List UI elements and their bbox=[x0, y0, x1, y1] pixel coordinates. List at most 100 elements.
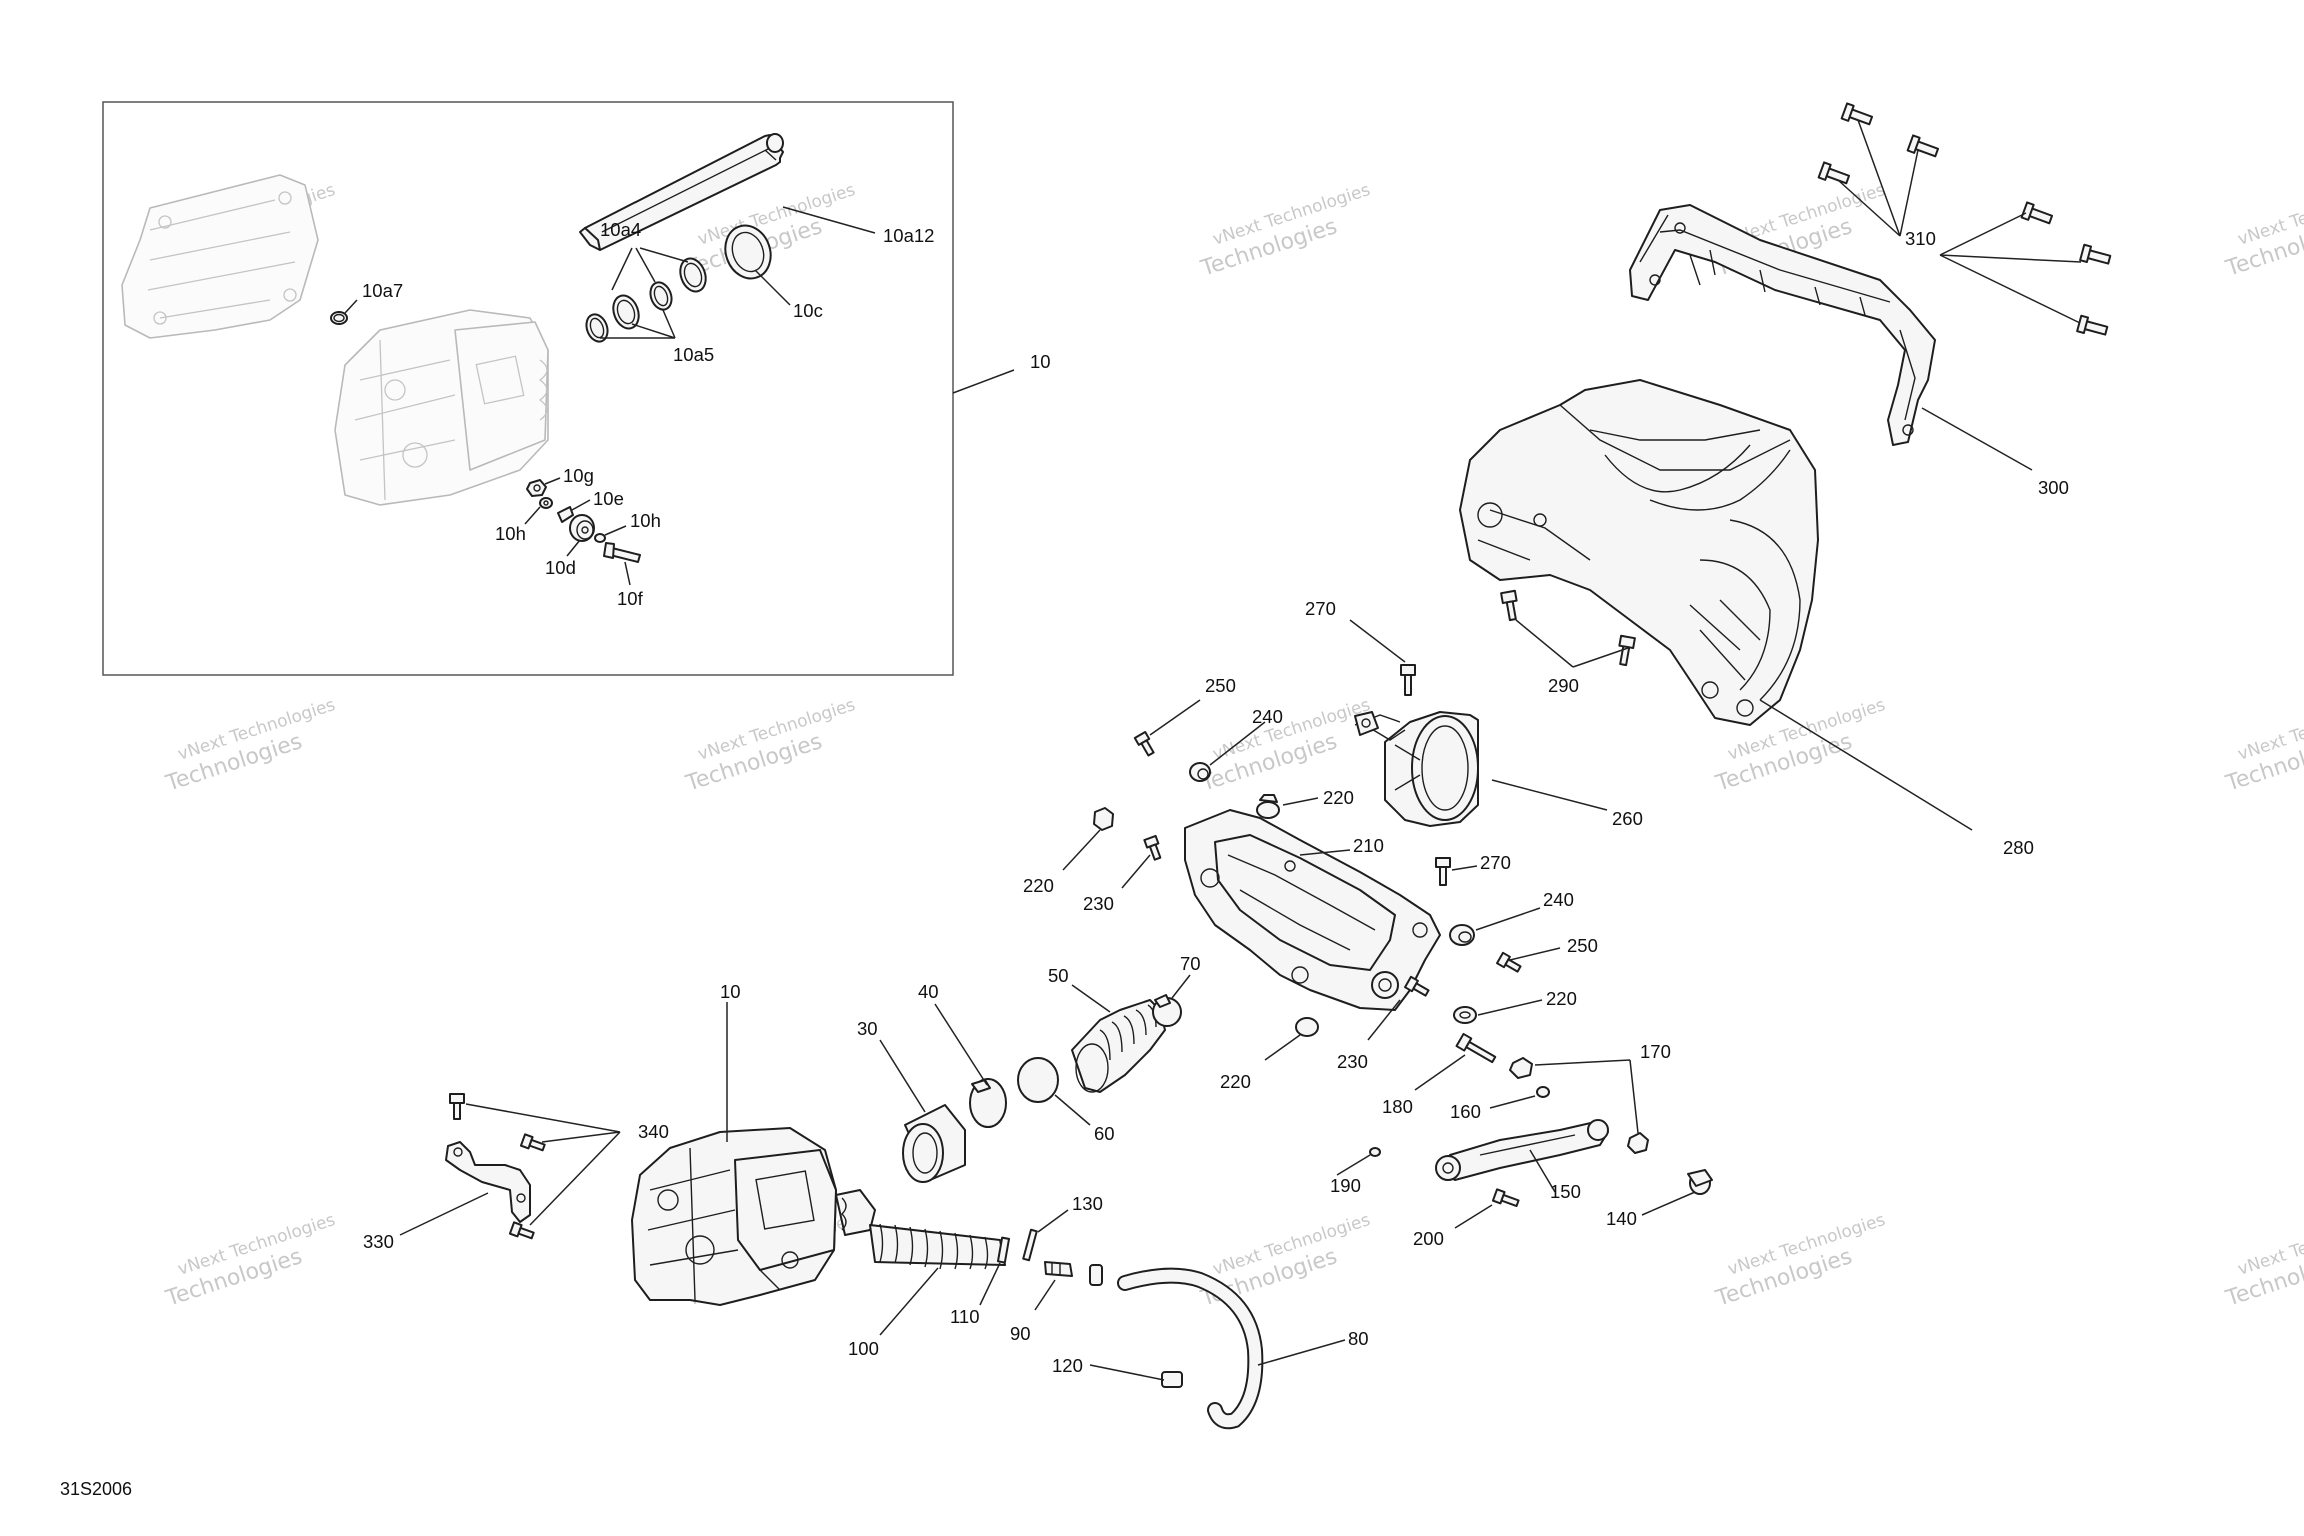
callout-260: 260 bbox=[1612, 808, 1643, 829]
callout-160: 160 bbox=[1450, 1101, 1481, 1122]
part-230-bolt bbox=[1143, 834, 1162, 861]
callout-10g: 10g bbox=[563, 465, 594, 486]
part-10d-pulley bbox=[569, 514, 595, 542]
leader-200 bbox=[1454, 1204, 1493, 1229]
callout-270-mid: 270 bbox=[1480, 852, 1511, 873]
callout-280: 280 bbox=[2003, 837, 2034, 858]
callout-220-left: 220 bbox=[1023, 875, 1054, 896]
callout-310: 310 bbox=[1905, 228, 1936, 249]
leader-220-left bbox=[1062, 829, 1101, 871]
leader-250-top bbox=[1149, 699, 1201, 736]
leader-240-top bbox=[1209, 721, 1266, 766]
callout-70: 70 bbox=[1180, 953, 1201, 974]
part-10a12-shaft bbox=[579, 133, 784, 251]
part-260-adapter bbox=[1354, 711, 1479, 827]
part-150-link bbox=[1435, 1119, 1609, 1181]
leader-230-left bbox=[1121, 854, 1151, 889]
inset-frame bbox=[102, 101, 954, 676]
callout-230-bottom: 230 bbox=[1337, 1051, 1368, 1072]
callout-220-right: 220 bbox=[1546, 988, 1577, 1009]
part-10c-seal bbox=[724, 224, 772, 280]
callout-240-mid: 240 bbox=[1543, 889, 1574, 910]
part-220-washer bbox=[1295, 1017, 1319, 1037]
callout-200: 200 bbox=[1413, 1228, 1444, 1249]
leader-10c bbox=[754, 269, 791, 306]
callout-80: 80 bbox=[1348, 1328, 1369, 1349]
callout-250-top: 250 bbox=[1205, 675, 1236, 696]
callout-190: 190 bbox=[1330, 1175, 1361, 1196]
callout-170: 170 bbox=[1640, 1041, 1671, 1062]
leader-10f bbox=[624, 561, 631, 586]
leader-160 bbox=[1489, 1095, 1536, 1109]
leader-10a4 bbox=[611, 247, 689, 291]
part-10a7-ring bbox=[330, 311, 348, 325]
leader-170 bbox=[1534, 1059, 1639, 1134]
callout-10h-right: 10h bbox=[630, 510, 661, 531]
leader-190 bbox=[1336, 1154, 1371, 1176]
callout-140: 140 bbox=[1606, 1208, 1637, 1229]
callout-330: 330 bbox=[363, 1231, 394, 1252]
leader-70 bbox=[1171, 974, 1191, 999]
leader-260 bbox=[1491, 779, 1608, 811]
leader-50 bbox=[1071, 984, 1111, 1013]
part-250-bolt bbox=[1496, 951, 1522, 973]
callout-300: 300 bbox=[2038, 477, 2069, 498]
callout-30: 30 bbox=[857, 1018, 878, 1039]
part-10e-spacer bbox=[557, 506, 574, 523]
callout-10f: 10f bbox=[617, 588, 644, 609]
leader-140 bbox=[1641, 1191, 1696, 1216]
callout-240-top: 240 bbox=[1252, 706, 1283, 727]
part-270-bolt bbox=[1400, 664, 1416, 696]
leader-10h-right bbox=[604, 525, 627, 536]
callout-10-box: 10 bbox=[1030, 351, 1051, 372]
leader-270-mid bbox=[1451, 865, 1478, 871]
part-130-rod bbox=[1022, 1228, 1038, 1262]
part-10a5-oring bbox=[585, 313, 609, 343]
callout-10d: 10d bbox=[545, 557, 576, 578]
callout-130: 130 bbox=[1072, 1193, 1103, 1214]
callout-270-top: 270 bbox=[1305, 598, 1336, 619]
leader-290 bbox=[1515, 619, 1629, 668]
callout-100: 100 bbox=[848, 1338, 879, 1359]
ghost-gearbox-housing bbox=[334, 309, 549, 506]
callout-210: 210 bbox=[1353, 835, 1384, 856]
part-80-hose bbox=[1117, 1267, 1264, 1430]
part-210-bracket bbox=[1184, 809, 1441, 1011]
part-90-fitting bbox=[1044, 1261, 1073, 1277]
leader-130 bbox=[1037, 1209, 1069, 1233]
callout-10a4: 10a4 bbox=[600, 219, 641, 240]
part-220-cap bbox=[1093, 807, 1114, 831]
part-250-bolt bbox=[1133, 731, 1155, 757]
drawing-number: 31S2006 bbox=[60, 1479, 132, 1499]
leader-10g bbox=[544, 477, 561, 485]
part-70-clamp bbox=[1152, 994, 1182, 1027]
leader-300 bbox=[1921, 407, 2033, 471]
part-10h-washer bbox=[539, 497, 553, 509]
ghost-cover-plate bbox=[121, 174, 319, 339]
leader-310 bbox=[1837, 119, 2082, 324]
callout-50: 50 bbox=[1048, 965, 1069, 986]
leader-10e bbox=[571, 499, 591, 511]
leader-80 bbox=[1257, 1339, 1346, 1366]
part-10a5-oring bbox=[612, 294, 640, 330]
leader-220-bottom bbox=[1264, 1034, 1301, 1061]
part-200-bolt bbox=[1491, 1188, 1520, 1208]
callout-10a5: 10a5 bbox=[673, 344, 714, 365]
leader-120 bbox=[1089, 1364, 1165, 1381]
part-220-cap bbox=[1256, 794, 1280, 819]
part-10a4-oring bbox=[679, 257, 707, 293]
leader-60 bbox=[1054, 1094, 1091, 1126]
leader-220-right bbox=[1477, 999, 1543, 1016]
leader-180 bbox=[1414, 1054, 1466, 1091]
callout-220-top: 220 bbox=[1323, 787, 1354, 808]
part-330-bracket bbox=[445, 1141, 531, 1223]
part-290-bolts bbox=[1500, 589, 1636, 667]
leader-280 bbox=[1759, 699, 1973, 831]
callout-250-mid: 250 bbox=[1567, 935, 1598, 956]
leader-10a7 bbox=[344, 299, 358, 314]
part-110-pin bbox=[996, 1236, 1011, 1264]
callout-340: 340 bbox=[638, 1121, 669, 1142]
part-240-grommet bbox=[1189, 762, 1211, 782]
callout-10h-left: 10h bbox=[495, 523, 526, 544]
